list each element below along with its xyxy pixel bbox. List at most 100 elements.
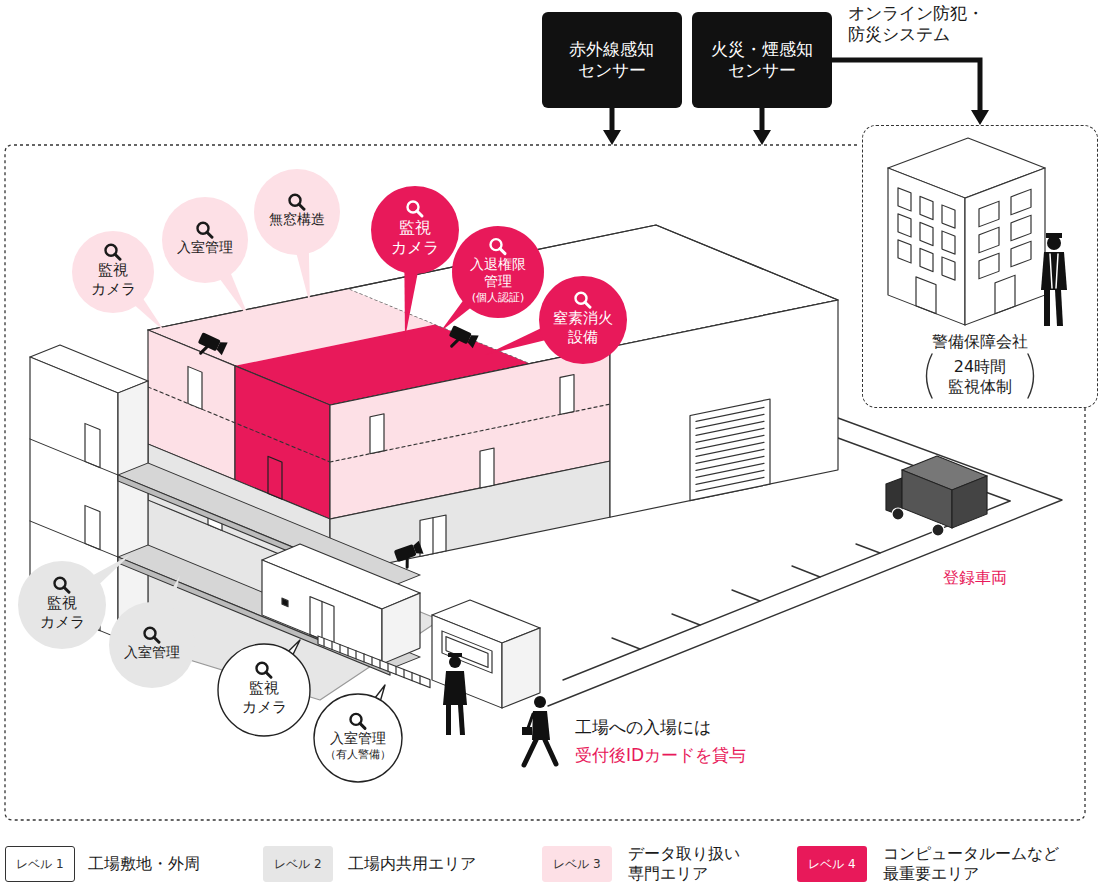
- bubble-text-group: 入退権限 管理(個人認証): [451, 256, 545, 305]
- bubble-circle: [539, 276, 627, 364]
- bubble-circle: [254, 169, 340, 255]
- security-guard: [1041, 233, 1067, 326]
- bubble-circle: [109, 602, 195, 688]
- connector-label: オンライン防犯・ 防災システム: [848, 3, 991, 46]
- bubble-circle: [218, 644, 310, 736]
- sensor-label: 赤外線感知 センサー: [566, 39, 658, 82]
- site-note: 登録車両: [943, 568, 1007, 588]
- bubble-text-group: 入室管理: [161, 239, 249, 257]
- bubble-text-group: 窒素消火 設備: [538, 309, 628, 347]
- bubble-text-group: 入室管理: [108, 644, 196, 662]
- magnifier-handle: [266, 672, 271, 677]
- magnifier-handle: [417, 211, 422, 216]
- site-box: 登録車両工場への入場には受付後IDカードを貸与監視 カメラ入室管理無窓構造監視 …: [5, 145, 1085, 820]
- legend-text: データ取り扱い 専門エリア: [628, 844, 746, 884]
- bubble-label: (個人認証): [472, 291, 525, 305]
- callout-tail: [55, 211, 587, 743]
- magnifier-handle: [585, 302, 590, 307]
- bubble-circle: [452, 226, 544, 318]
- legend-swatch: レベル 1: [5, 846, 75, 882]
- legend-swatch: レベル 3: [542, 846, 612, 882]
- bubble-label: 無窓構造: [269, 211, 325, 229]
- legend-swatch: レベル 2: [263, 846, 333, 882]
- company-box: 警備保障会社 24時間 監視体制: [862, 125, 1098, 408]
- site-note: 受付後IDカードを貸与: [575, 745, 746, 766]
- magnifier-handle: [154, 637, 159, 642]
- legend-level-label: レベル 1: [16, 857, 63, 872]
- bubble-circle: [72, 231, 154, 313]
- bubble-text-group: 監視 カメラ: [17, 594, 107, 632]
- bracket: [927, 354, 1034, 398]
- sensor-box: 赤外線感知 センサー: [542, 12, 682, 108]
- site-outline: [5, 145, 1085, 820]
- connector-line: [610, 108, 615, 133]
- callout-bubble: 無窓構造: [253, 168, 341, 256]
- bubble-label: 入室管理: [177, 239, 233, 257]
- bubble-circle: [18, 561, 106, 649]
- connector-arrow: [832, 60, 989, 125]
- magnifier-handle: [115, 254, 120, 259]
- legend-level-label: レベル 4: [808, 857, 855, 872]
- callout-bubble: 監視 カメラ: [71, 230, 155, 314]
- magnifier-handle: [64, 587, 69, 592]
- sensor-box: 火災・煙感知 センサー: [692, 12, 832, 108]
- company-label: 24時間 監視体制: [945, 357, 1015, 397]
- bubble-label: 入室管理: [330, 730, 386, 748]
- connector-line: [832, 60, 980, 113]
- connector-line: [760, 108, 765, 133]
- arrow-head: [971, 110, 989, 125]
- gate-house: [432, 600, 540, 708]
- site-note: 工場への入場には: [575, 717, 711, 738]
- callout-bubble: 監視 カメラ: [217, 643, 311, 737]
- bubble-text-group: 無窓構造: [253, 211, 341, 229]
- sensor-label: 火災・煙感知 センサー: [708, 39, 817, 82]
- bubble-label: 入退権限 管理: [467, 256, 529, 291]
- legend-text: コンピュータルームなど 最重要エリア: [883, 844, 1065, 884]
- connector-arrow: [753, 108, 771, 145]
- company-label: 警備保障会社: [932, 332, 1028, 352]
- bubble-circle: [314, 694, 402, 782]
- magnifier-handle: [207, 232, 212, 237]
- magnifier-handle: [500, 249, 505, 254]
- legend-text: 工場敷地・外周: [88, 854, 200, 874]
- bubble-text-group: 監視 カメラ: [217, 679, 311, 717]
- callout-bubble: 入退権限 管理(個人認証): [451, 225, 545, 319]
- bubble-text-group: 監視 カメラ: [370, 218, 460, 258]
- callout-bubble: 窒素消火 設備: [538, 275, 628, 365]
- legend-swatch: レベル 4: [797, 846, 867, 882]
- magnifier-handle: [360, 723, 365, 728]
- magnifier-handle: [299, 204, 304, 209]
- bubble-label: 監視 カメラ: [37, 594, 88, 632]
- gate-guard: [443, 653, 467, 735]
- bubble-label: 監視 カメラ: [239, 679, 290, 717]
- legend-text: 工場内共用エリア: [348, 854, 476, 874]
- arrow-head: [603, 130, 621, 145]
- legend-level-label: レベル 2: [274, 857, 321, 872]
- camera-icon: [194, 324, 478, 569]
- registered-truck: [886, 456, 987, 536]
- bubble-circle: [162, 197, 248, 283]
- callout-bubble: 入室管理: [161, 196, 249, 284]
- company-building: [888, 138, 1045, 325]
- bubble-text-group: 監視 カメラ: [71, 261, 155, 299]
- bubble-label: （有人警備）: [325, 748, 391, 762]
- bubble-shape: [451, 225, 545, 319]
- visitor: [522, 696, 556, 765]
- legend-level-label: レベル 3: [553, 857, 600, 872]
- callout-bubble: 入室管理: [108, 601, 196, 689]
- bubble-label: 窒素消火 設備: [550, 309, 616, 347]
- bubble-label: 入室管理: [124, 644, 180, 662]
- arrow-head: [753, 130, 771, 145]
- callout-bubble: 監視 カメラ: [17, 560, 107, 650]
- connector-arrow: [603, 108, 621, 145]
- bubble-circle: [371, 186, 459, 274]
- callout-bubble: 入室管理（有人警備）: [313, 693, 403, 783]
- callout-bubble: 監視 カメラ: [370, 185, 460, 275]
- bubble-label: 監視 カメラ: [88, 261, 139, 299]
- gate-fence: [318, 636, 430, 688]
- bubble-label: 監視 カメラ: [388, 218, 442, 258]
